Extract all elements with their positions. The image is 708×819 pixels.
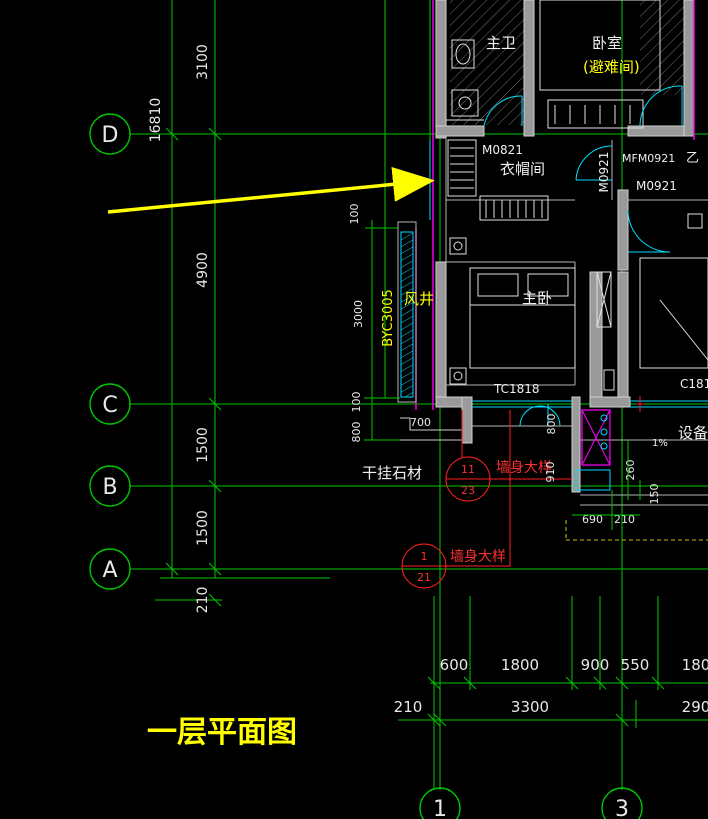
tag-c181: C181: [680, 377, 708, 391]
dim-shaft-800: 800: [350, 422, 363, 443]
detail-callouts: [401, 396, 644, 589]
walls: [435, 0, 695, 493]
grid-label-3: 3: [615, 797, 629, 819]
grid-bubbles: [89, 113, 643, 819]
hatched-wet-zone: [450, 0, 530, 125]
grid-label-c: C: [102, 393, 117, 418]
detail-1-sheet: 23: [461, 484, 475, 497]
pointer-arrow: [107, 166, 435, 214]
dim-910: 910: [544, 462, 557, 483]
dim-overall: 16810: [148, 98, 164, 143]
dim-150: 150: [648, 484, 661, 505]
detail-1-label: 墙身大样: [496, 460, 552, 476]
detail-2-number: 1: [421, 550, 428, 563]
left-dimension-chain: [155, 0, 330, 607]
bottom-dim-550: 550: [621, 656, 650, 674]
bottom-dim-210: 210: [394, 698, 423, 716]
room-label-equipment: 设备: [678, 424, 708, 442]
tag-m0821: M0821: [482, 143, 523, 157]
grid-bubble-a: [89, 548, 131, 590]
grid-bubble-d: [89, 113, 131, 155]
drawing-title: 一层平面图: [147, 715, 297, 750]
detail-2-sheet: 21: [417, 571, 431, 584]
furniture: [446, 0, 708, 391]
grid-bubble-1: [419, 787, 461, 819]
doors: [483, 85, 683, 427]
dim-260: 260: [624, 460, 637, 481]
grid-bubble-3: [601, 787, 643, 819]
tag-dry-hang-stone: 干挂石材: [362, 464, 422, 482]
grid-bubble-c: [89, 383, 131, 425]
equipment-box: [575, 409, 611, 491]
air-shaft: [364, 220, 462, 441]
dim-shaft-100b: 100: [350, 392, 363, 413]
detail-1-number: 11: [461, 463, 475, 476]
grid-label-1: 1: [433, 797, 447, 819]
tag-m0921-vertical: M0921: [597, 152, 611, 193]
room-label-master-bedroom: 主卧: [522, 289, 552, 307]
dim-d-c: 4900: [195, 252, 211, 288]
tag-byc3005: BYC3005: [381, 289, 396, 347]
tag-m0921: M0921: [636, 179, 677, 193]
bottom-dim-900: 900: [581, 656, 610, 674]
dim-690: 690: [582, 513, 603, 526]
dim-b-a: 1500: [195, 510, 211, 546]
dim-top: 3100: [195, 44, 211, 80]
dim-210: 210: [614, 513, 635, 526]
dim-shaft-100: 100: [348, 204, 361, 225]
grid-label-d: D: [102, 123, 119, 148]
tag-class-yi: 乙: [686, 151, 699, 166]
grid-label-b: B: [102, 475, 117, 500]
dim-700: 700: [410, 416, 431, 429]
bottom-dim-180: 180: [682, 656, 708, 674]
detail-2-label: 墙身大样: [450, 549, 506, 565]
bottom-dim-3300: 3300: [511, 698, 549, 716]
bottom-dim-600: 600: [440, 656, 469, 674]
tag-tc1818: TC1818: [493, 382, 540, 396]
tag-slope: 1%: [652, 438, 668, 449]
room-label-refuge: (避难间): [583, 58, 640, 76]
dim-800b: 800: [545, 414, 558, 435]
dim-c-b: 1500: [195, 427, 211, 463]
bottom-dimension-chain: [398, 596, 708, 790]
grid-label-a: A: [102, 558, 117, 583]
grid-bubble-b: [89, 465, 131, 507]
room-label-bedroom: 卧室: [592, 34, 622, 52]
tag-mfm0921: MFM0921: [622, 152, 675, 165]
room-label-air-shaft: 风井: [404, 290, 434, 308]
room-label-toilet: 主卫: [486, 34, 516, 52]
bottom-dim-290: 290: [682, 698, 708, 716]
dim-base: 210: [195, 587, 211, 614]
room-label-cloakroom: 衣帽间: [500, 160, 545, 178]
dim-shaft-3000: 3000: [352, 300, 365, 328]
bottom-dim-1800: 1800: [501, 656, 539, 674]
